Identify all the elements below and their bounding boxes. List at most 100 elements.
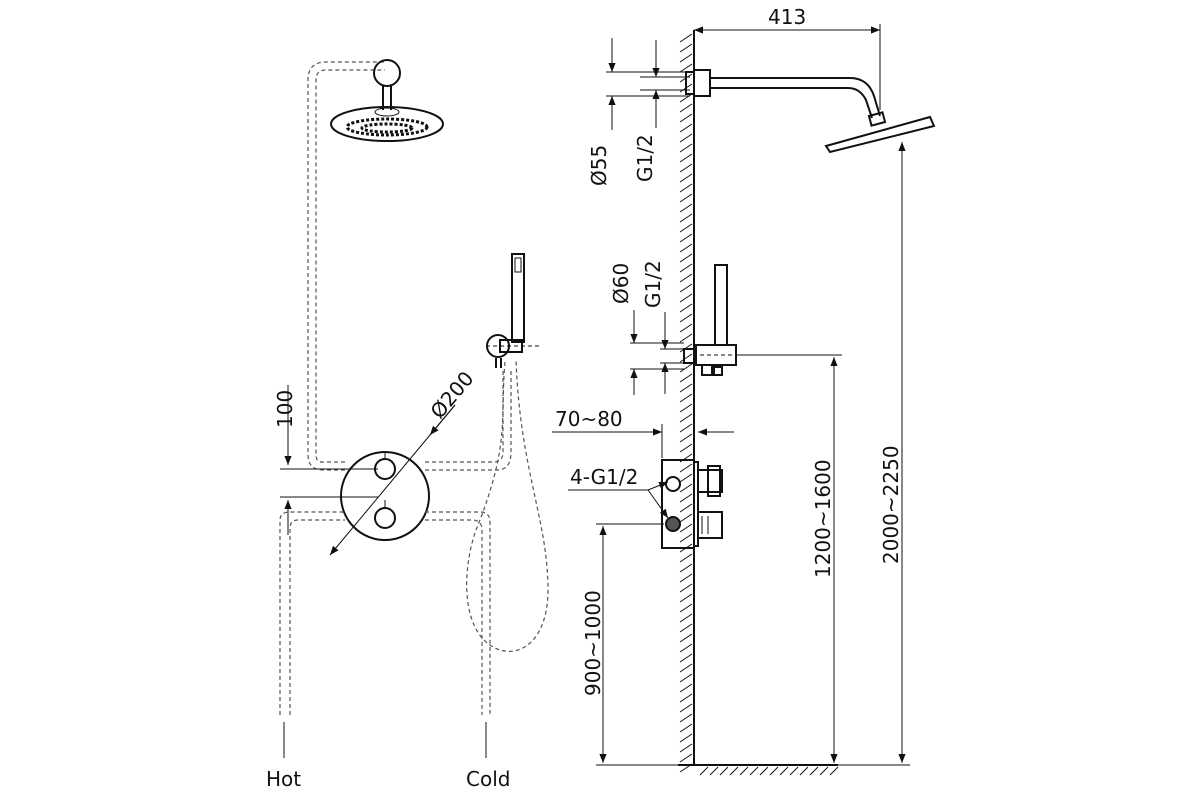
dim-hand-height-text: 1200~1600: [811, 459, 835, 578]
wall-hatch-line: [679, 383, 693, 393]
floor-hatch-line: [759, 766, 769, 776]
dim-head-height-text: 2000~2250: [879, 445, 903, 564]
dim-valve-spacing-text: 100: [273, 390, 297, 428]
wall-hatch-line: [679, 683, 693, 693]
floor-hatch-line: [699, 766, 709, 776]
dim-valve-height-text: 900~1000: [581, 590, 605, 696]
dim-hand-flange-text: Ø60: [609, 263, 633, 304]
hand-shower-side: [683, 264, 760, 376]
riser-pipe: [307, 61, 385, 471]
floor-hatch-line: [819, 766, 829, 776]
wall-hatch-line: [679, 513, 693, 523]
wall-hatch-line: [679, 433, 693, 443]
wall-hatch-line: [679, 373, 693, 383]
wall-hatch-line: [679, 63, 693, 73]
floor-hatch-line: [729, 766, 739, 776]
wall-hatch-line: [679, 743, 693, 753]
wall-hatch-line: [679, 673, 693, 683]
wall-hatch-line: [679, 653, 693, 663]
wall-hatch-line: [679, 53, 693, 63]
wall-hatch-line: [679, 263, 693, 273]
wall-hatch-line: [679, 583, 693, 593]
wall-hatch-line: [679, 613, 693, 623]
wall-hatch-line: [679, 313, 693, 323]
dim-head-thread-text: G1/2: [633, 134, 657, 182]
wall-hatch-line: [679, 523, 693, 533]
wall-hatch-line: [679, 623, 693, 633]
dim-valve-depth: 70~80: [552, 407, 734, 458]
wall-hatch-line: [679, 643, 693, 653]
wall-hatch-line: [679, 193, 693, 203]
wall-hatch-line: [679, 103, 693, 113]
wall-hatch-line: [679, 303, 693, 313]
wall-hatch-line: [679, 493, 693, 503]
dim-head-flange-text: Ø55: [587, 145, 611, 186]
floor-hatch-line: [769, 766, 779, 776]
valve-plate: [340, 451, 430, 541]
wall-hatch-line: [679, 713, 693, 723]
floor-hatch-line: [739, 766, 749, 776]
floor-hatch-line: [719, 766, 729, 776]
floor-hatch-line: [789, 766, 799, 776]
dim-plate-diameter-text: Ø200: [425, 366, 478, 423]
floor-hatch-line: [799, 766, 809, 776]
valve-body: [661, 459, 723, 549]
dim-valve-spacing: 100: [273, 385, 378, 535]
wall-hatch-line: [679, 293, 693, 303]
wall-hatch-line: [679, 733, 693, 743]
wall-hatch-line: [679, 723, 693, 733]
floor-hatch-line: [779, 766, 789, 776]
wall-hatch-line: [679, 353, 693, 363]
wall-hatch-line: [679, 183, 693, 193]
ceiling-arm: [373, 59, 401, 110]
dim-hand-flange: Ø60 G1/2: [609, 260, 684, 395]
wall-hatch-line: [679, 393, 693, 403]
wall-hatch-line: [679, 763, 693, 773]
wall-hatch-line: [679, 283, 693, 293]
wall-hatch-line: [679, 423, 693, 433]
wall-hatch-line: [679, 233, 693, 243]
dim-head-height: 2000~2250: [838, 142, 910, 766]
wall-hatch-line: [679, 553, 693, 563]
wall-hatch-line: [679, 43, 693, 53]
wall-hatch-line: [679, 143, 693, 153]
wall-hatch-line: [679, 443, 693, 453]
wall-hatch-line: [679, 403, 693, 413]
wall-hatch-line: [679, 213, 693, 223]
wall-hatch-line: [679, 473, 693, 483]
rain-shower-head: [330, 106, 444, 142]
dim-valve-ports-text: 4-G1/2: [570, 465, 638, 489]
wall-hatch-line: [679, 463, 693, 473]
wall-hatch-line: [679, 533, 693, 543]
wall-hatch-line: [679, 663, 693, 673]
hot-label: Hot: [266, 767, 301, 791]
cold-label: Cold: [466, 767, 510, 791]
floor-hatch-line: [709, 766, 719, 776]
front-view: Ø200 100 Hot Cold: [266, 59, 549, 791]
floor-hatch-line: [809, 766, 819, 776]
wall-hatch-line: [679, 33, 693, 43]
side-view: 413 Ø55 G1/2 Ø60 G1/2: [552, 5, 936, 776]
wall-hatch-line: [679, 633, 693, 643]
wall: [678, 30, 839, 776]
wall-hatch-line: [679, 133, 693, 143]
wall-hatch-line: [679, 363, 693, 373]
dim-head-flange: Ø55 G1/2: [587, 38, 690, 186]
wall-hatch-line: [679, 93, 693, 103]
dim-valve-ports: 4-G1/2: [568, 465, 669, 519]
wall-hatch-line: [679, 153, 693, 163]
wall-hatch-line: [679, 413, 693, 423]
wall-hatch-line: [679, 243, 693, 253]
wall-hatch-line: [679, 753, 693, 763]
wall-hatch-line: [679, 113, 693, 123]
wall-hatch-line: [679, 693, 693, 703]
wall-hatch-line: [679, 563, 693, 573]
wall-hatch-line: [679, 573, 693, 583]
shower-arm: [685, 69, 936, 154]
floor-hatch-line: [749, 766, 759, 776]
dim-valve-height: 900~1000: [581, 523, 680, 766]
wall-hatch-line: [679, 123, 693, 133]
wall-hatch-line: [679, 593, 693, 603]
dim-arm-length: 413: [693, 5, 881, 110]
